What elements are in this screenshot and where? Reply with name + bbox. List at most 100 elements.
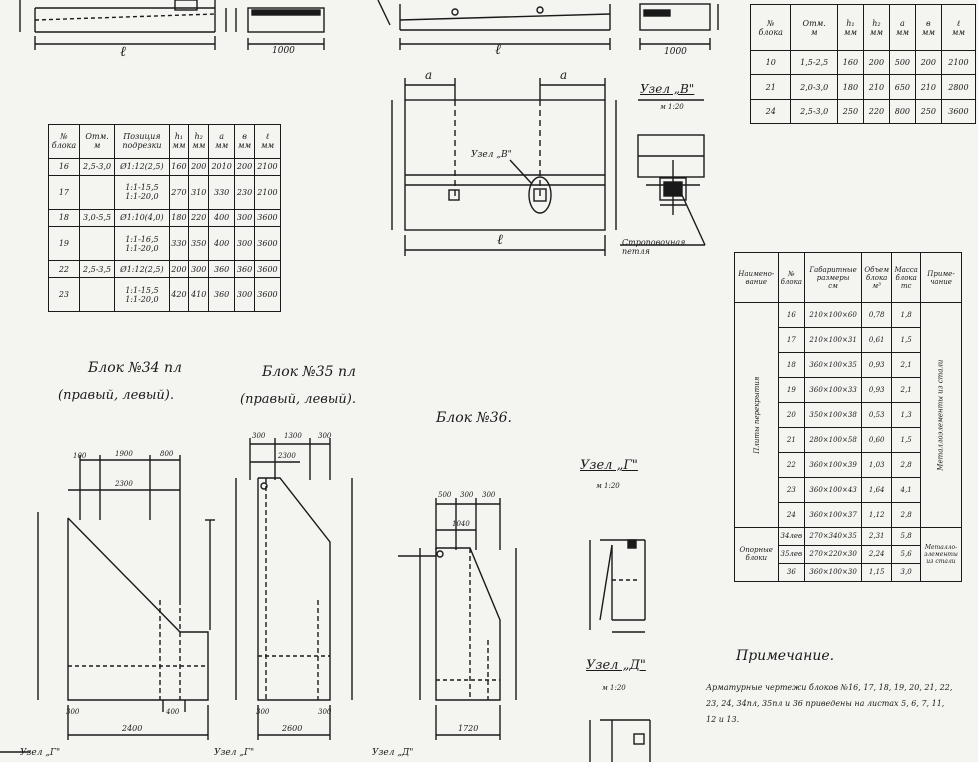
table-cell: 200 (168, 259, 190, 279)
table-header-cell: a мм (888, 3, 916, 52)
node-g-scale: м 1:20 (596, 482, 620, 490)
table-header-cell: h₁ мм (168, 124, 190, 159)
bottom-node-g-1: Узел „Г" (20, 748, 61, 758)
table-cell (78, 226, 116, 261)
table-cell: 300 (234, 277, 255, 312)
b36-dim: 300 (460, 491, 474, 499)
table-cell: 200 (862, 50, 890, 76)
table-cell: 1,64 (861, 476, 893, 503)
table-group-cell: Плиты перекрытия (734, 302, 779, 528)
table-cell: 36 (777, 562, 806, 583)
table-cell: 270×340×35 (804, 526, 863, 546)
table-cell: 310 (188, 175, 210, 210)
b34-dim: 2300 (115, 480, 133, 488)
table-header-cell: Габаритные размеры см (804, 251, 863, 304)
table-cell: 1:1-16,5 1:1-20,0 (114, 226, 170, 261)
table-cell: 220 (188, 208, 210, 228)
dim-a-right: a (560, 68, 568, 82)
sling-loop-label: Строповочная петля (622, 238, 686, 256)
table-cell: 200 (914, 50, 942, 76)
table-cell: 250 (914, 98, 942, 125)
b36-dim: 1720 (458, 724, 479, 733)
table-cell: 410 (188, 277, 210, 312)
table-group-cell: Опорные блоки (734, 526, 779, 583)
bottom-node-d: Узел „Д" (372, 748, 414, 758)
table-cell: Ø1:12(2,5) (114, 157, 170, 177)
table-cell: 180 (168, 208, 190, 228)
table-cell: 2,1 (891, 376, 921, 403)
table-cell: 280×100×58 (804, 426, 863, 453)
table-cell: 1,12 (861, 501, 893, 528)
block-35-subtitle: (правый, левый). (240, 392, 357, 407)
table-cell: 3600 (940, 98, 977, 125)
table-cell: 1:1-15,5 1:1-20,0 (114, 277, 170, 312)
table-cell: 360 (208, 259, 236, 279)
table-cell: 210×100×60 (804, 302, 863, 329)
table-cell: 3600 (253, 208, 282, 228)
table-cell: 34лев (777, 526, 806, 546)
table-cell: Ø1:12(2,5) (114, 259, 170, 279)
table-cell: 1,03 (861, 451, 893, 478)
table-cell: 17 (777, 327, 806, 354)
block-35-title: Блок №35 пл (262, 364, 356, 380)
table-cell: 360 (234, 259, 255, 279)
node-d-drawing (589, 719, 651, 762)
table-cell: 300 (234, 208, 255, 228)
table-header-cell: в мм (234, 124, 255, 159)
b36-dim: 1040 (452, 520, 470, 528)
table-cell: 500 (888, 50, 916, 76)
table-header-cell: h₁ мм (836, 3, 864, 52)
table-cell: 300 (234, 226, 255, 261)
table-cell: 210 (862, 74, 890, 100)
table-cell: 18 (48, 208, 80, 228)
table-cell: 360×100×43 (804, 476, 863, 503)
table-cell: 2,31 (861, 526, 893, 546)
table-header-cell: Наимено- вание (734, 251, 779, 304)
table-cell: 270×220×30 (804, 544, 863, 564)
table-cell: 10 (749, 50, 792, 76)
table-cell: 35лев (777, 544, 806, 564)
node-v-detail (620, 99, 706, 246)
table-cell: 360 (208, 277, 236, 312)
table-cell: 2,0-3,0 (790, 74, 838, 100)
table-header-cell: Позиция подрезки (114, 124, 170, 159)
table-cell: 350×100×38 (804, 401, 863, 428)
b34-dim: 300 (66, 708, 80, 716)
table-cell: 3,0-5,5 (78, 208, 116, 228)
b34-dim: 800 (160, 450, 174, 458)
table-cell: 2010 (208, 157, 236, 177)
block-35-drawing (235, 438, 353, 740)
table-cell: 300 (188, 259, 210, 279)
slab-section-center (639, 3, 719, 50)
table-cell: 3600 (253, 259, 282, 279)
table-cell: 1,5 (891, 426, 921, 453)
table-cell: 16 (48, 157, 80, 177)
node-v-scale: м 1:20 (660, 103, 684, 111)
table-cell: 220 (862, 98, 890, 125)
table-cell: 0,61 (861, 327, 893, 354)
table-header-cell: Приме- чание (919, 251, 963, 304)
b34-dim: 1900 (115, 450, 133, 458)
table-cell: 0,78 (861, 302, 893, 329)
table-cell: 200 (188, 157, 210, 177)
table-cell: 210 (914, 74, 942, 100)
table-cell: 180 (836, 74, 864, 100)
dim-l-left: ℓ (120, 44, 126, 60)
bottom-node-g-2: Узел „Г" (214, 748, 255, 758)
table-cell: 20 (777, 401, 806, 428)
b36-dim: 300 (482, 491, 496, 499)
table-note-cell: Металло- элементы из стали (919, 526, 963, 583)
table-cell: 23 (48, 277, 80, 312)
